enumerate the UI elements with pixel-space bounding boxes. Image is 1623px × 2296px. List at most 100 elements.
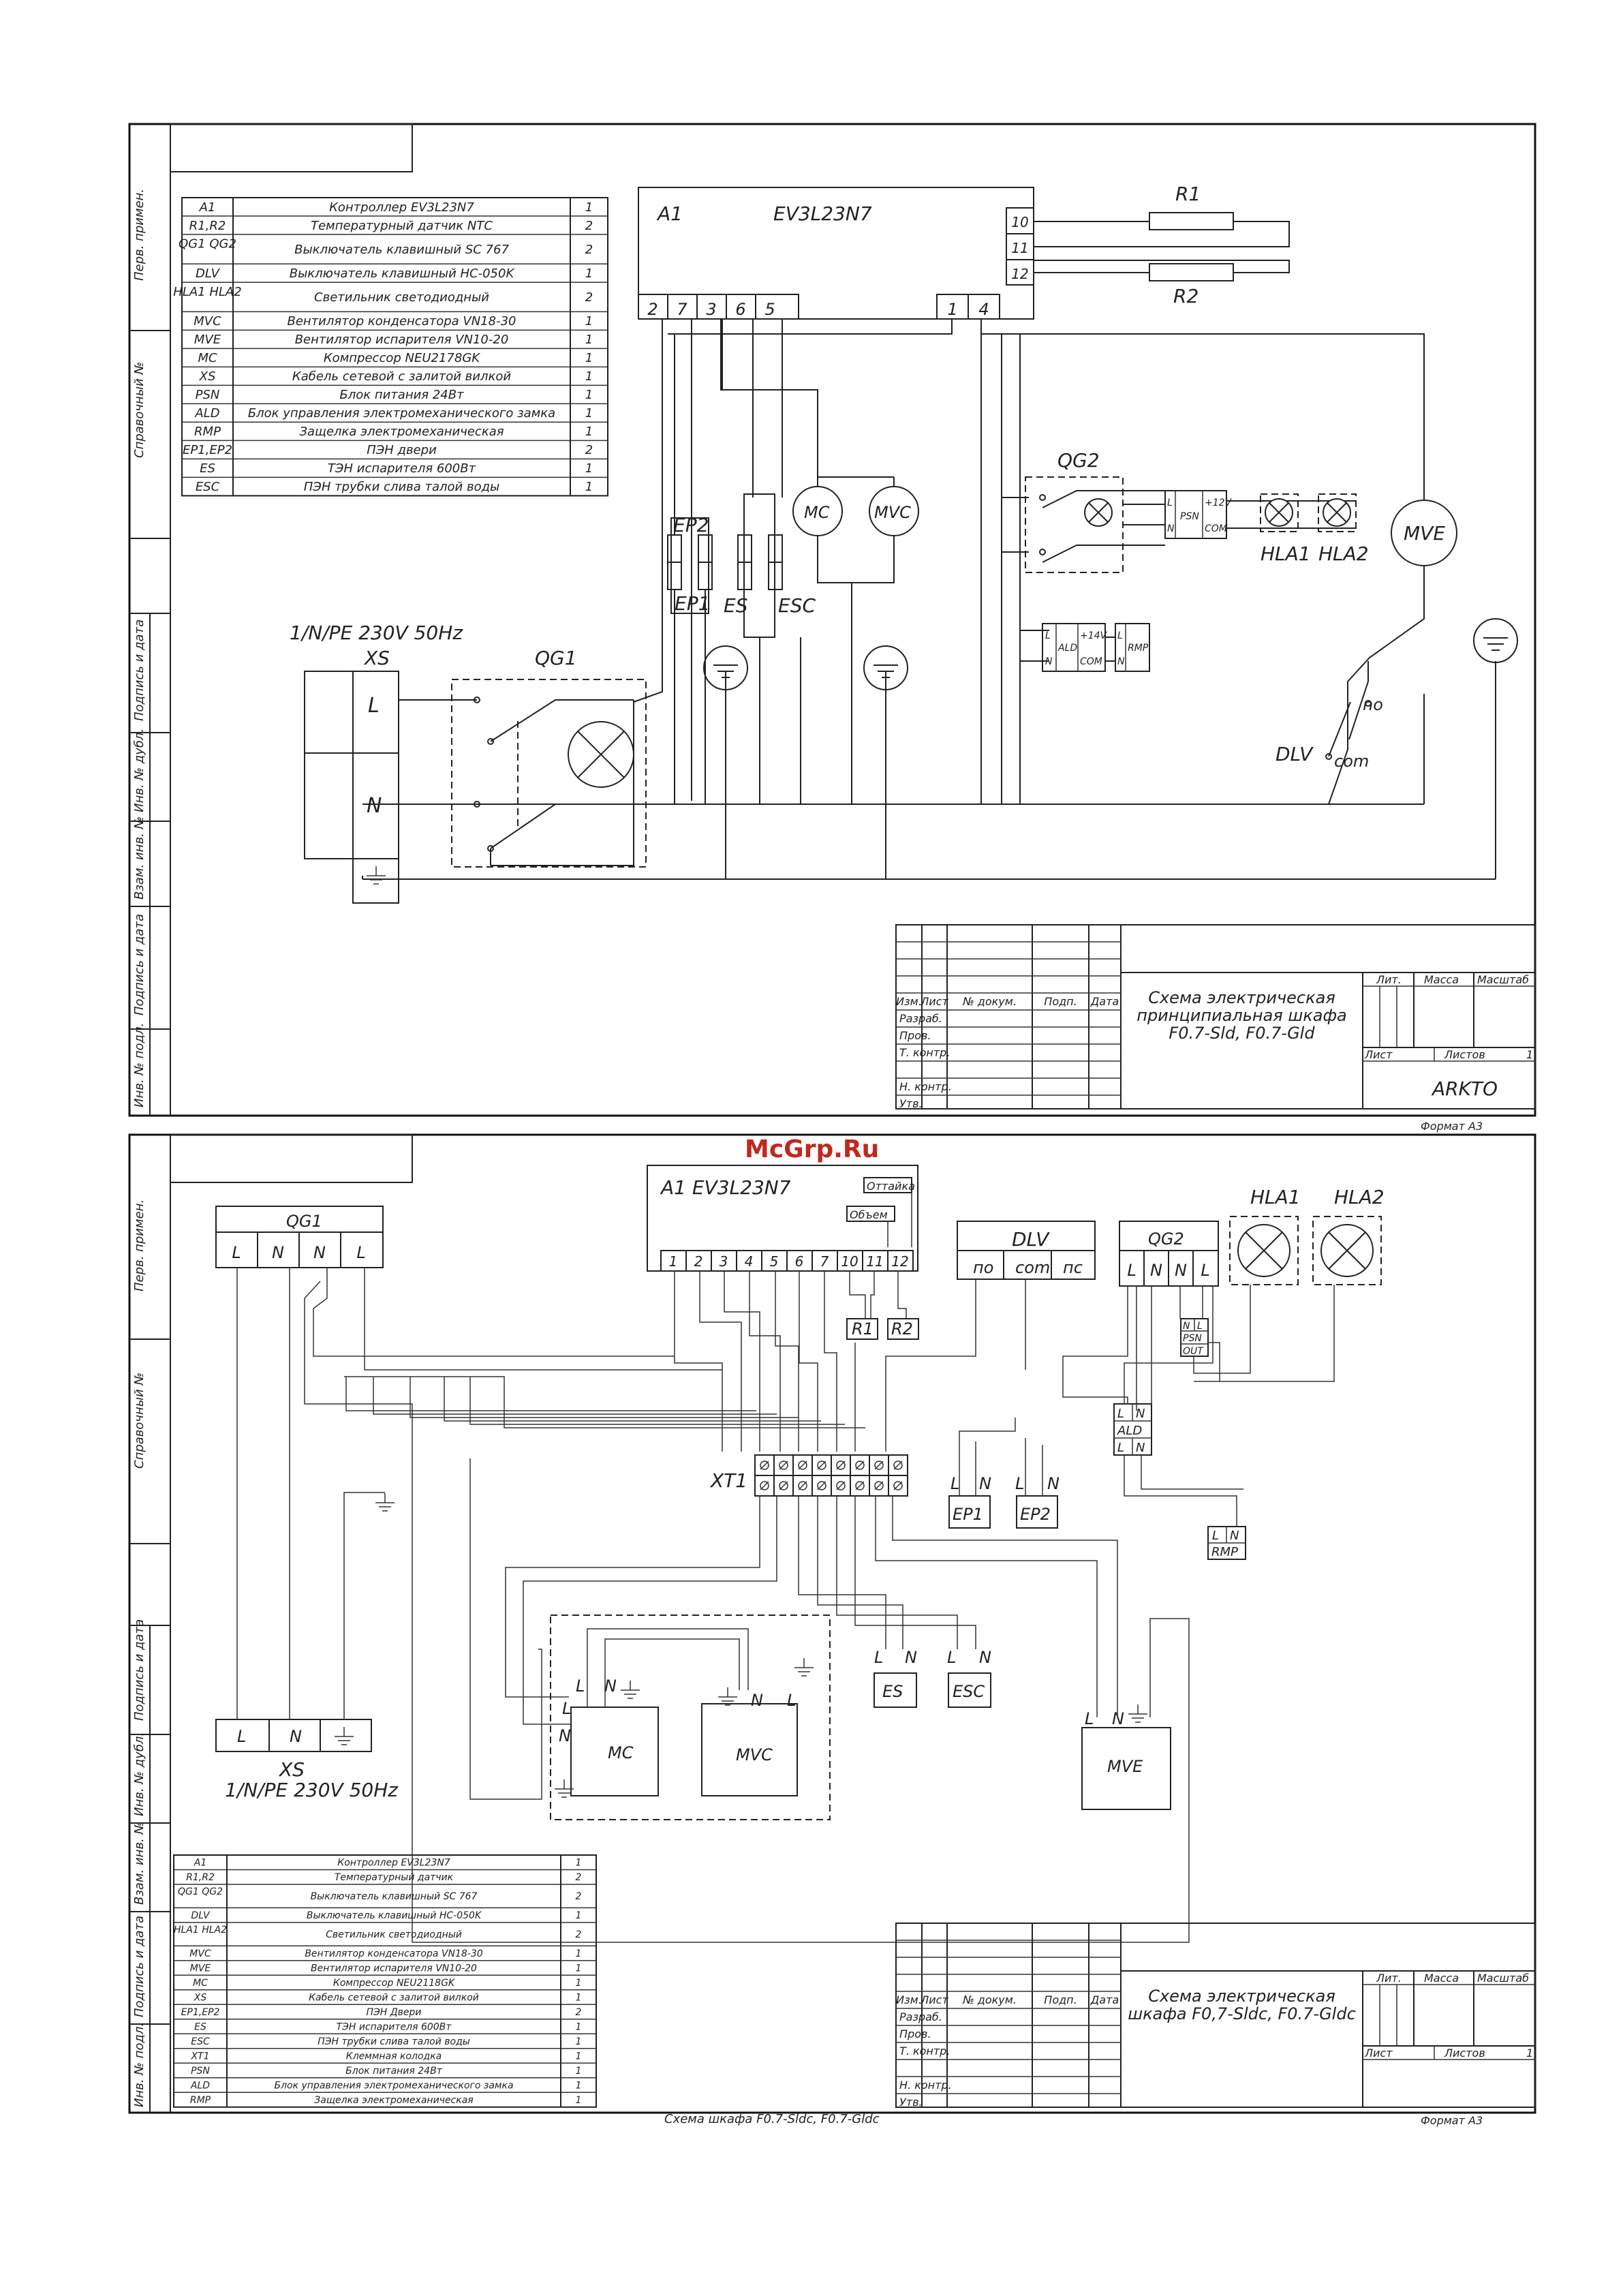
tb-lit: Лит. <box>1376 973 1402 986</box>
s2-es-l: L <box>874 1648 883 1667</box>
part-name-0: Контроллер EV3L23N7 <box>329 200 474 215</box>
rmp-l: L <box>1117 630 1123 641</box>
s2-xs-label: XS <box>278 1758 305 1781</box>
part-name-1: Температурный датчик NTC <box>311 219 493 233</box>
s2-psn: N L PSN OUT <box>1180 1318 1209 1357</box>
tb-row-4: Утв. <box>899 1097 923 1110</box>
s2-mve-l: L <box>1085 1709 1094 1728</box>
s2-mve: MVE <box>1107 1757 1143 1776</box>
part-name-12: ПЭН двери <box>367 443 437 457</box>
xt1-screw <box>760 1460 769 1470</box>
s2-ald-l2: L <box>1117 1441 1124 1455</box>
part-ref-9: EP1,EP2 <box>181 2007 220 2018</box>
sheet-2-caption: Схема шкафа F0.7-Sldc, F0.7-Gldc <box>664 2112 880 2126</box>
part-ref-13: PSN <box>191 2066 210 2077</box>
s2-side-label-2: Подпись и дата <box>132 1619 146 1721</box>
tb-sheets-n: 1 <box>1526 2047 1533 2060</box>
part-name-12: Клеммная колодка <box>346 2051 442 2062</box>
s1-term-s11: 11 <box>1011 240 1028 256</box>
psn-l: L <box>1167 498 1173 508</box>
dlv-label: DLV <box>1276 743 1314 765</box>
part-qty-10: 1 <box>585 406 593 420</box>
psn-12v: +12V <box>1205 498 1233 508</box>
s2-xt1: XT1 <box>709 1454 908 1497</box>
s2-mve: MVE L N <box>1081 1704 1171 1810</box>
s2-qg1-term-0: L <box>232 1243 241 1262</box>
part-qty-5: 1 <box>576 1948 582 1959</box>
part-name-14: Блок управления электромеханического зам… <box>274 2080 513 2091</box>
tb-sheet: Лист <box>1364 1048 1393 1061</box>
psn-n: N <box>1167 523 1175 534</box>
part-qty-14: 1 <box>585 480 593 494</box>
s2-term-6: 6 <box>795 1253 804 1270</box>
part-ref-14: ALD <box>190 2080 210 2091</box>
part-ref-4: HLA1 HLA2 <box>173 285 241 299</box>
s2-hla1: HLA1 <box>1250 1186 1301 1208</box>
part-name-15: Защелка электромеханическая <box>314 2095 473 2106</box>
tb-col-3: Подп. <box>1044 995 1077 1008</box>
lamps-hla: HLA1 HLA2 MVE <box>1260 493 1457 566</box>
part-name-9: ПЭН Двери <box>366 2007 421 2018</box>
sheet-1-side-stamp: Перв. примен. Справочный № Подпись и дат… <box>129 189 170 1116</box>
part-ref-6: MVE <box>190 1963 211 1974</box>
tb-row-3: Н. контр. <box>899 1080 952 1093</box>
part-name-5: Вентилятор конденсатора VN18-30 <box>288 314 516 328</box>
part-qty-12: 2 <box>585 443 593 457</box>
s2-ep1: EP1 <box>953 1505 983 1524</box>
part-qty-2: 2 <box>576 1891 582 1902</box>
xt1-screw <box>855 1460 865 1470</box>
xs-n: N <box>367 794 382 818</box>
tb-col-1: Лист <box>920 995 948 1008</box>
side-label-1: Справочный № <box>132 362 146 458</box>
xt1-screw <box>893 1481 903 1490</box>
part-name-1: Температурный датчик <box>335 1872 454 1883</box>
side-label-4: Взам. инв. № <box>132 816 146 900</box>
s2-mc-n: N <box>559 1726 571 1745</box>
sheet-2-side-stamp: Перв. примен. Справочный № Подпись и дат… <box>129 1199 170 2113</box>
mc-label: MC <box>804 503 830 522</box>
s2-side-label-1: Справочный № <box>132 1373 146 1469</box>
part-name-3: Выключатель клавишный HC-050K <box>307 1910 482 1921</box>
part-name-8: Кабель сетевой с залитой вилкой <box>292 369 511 384</box>
tb-scale: Масштаб <box>1477 1972 1529 1985</box>
ep2-label: EP2 <box>673 514 709 536</box>
tb-col-4: Дата <box>1090 1993 1119 2006</box>
part-qty-12: 1 <box>576 2051 582 2062</box>
tb-lit: Лит. <box>1376 1972 1402 1985</box>
s2-mc-l: L <box>562 1699 571 1718</box>
part-ref-10: ES <box>194 2021 206 2032</box>
sheet-1-wiring <box>362 319 1496 880</box>
r2-label: R2 <box>1173 285 1199 307</box>
s2-ep2: EP2 <box>1020 1505 1051 1524</box>
part-qty-0: 1 <box>585 200 593 215</box>
part-name-0: Контроллер EV3L23N7 <box>337 1858 450 1869</box>
xs-l: L <box>368 694 380 718</box>
s2-dlv-nc: пс <box>1063 1258 1083 1277</box>
part-qty-14: 1 <box>576 2080 582 2091</box>
part-ref-7: MC <box>198 351 217 365</box>
rmp-label: RMP <box>1128 643 1149 654</box>
psn-block: L N PSN +12V COM <box>1164 490 1356 539</box>
s2-compressor-unit: MC MVC L N L N N L <box>550 1614 831 1820</box>
part-ref-7: MC <box>193 1978 208 1989</box>
s2-qg1-term-1: N <box>272 1243 284 1262</box>
s2-xs: L N XS 1/N/PE 230V 50Hz <box>215 1268 399 1801</box>
controller-model: EV3L23N7 <box>773 202 872 225</box>
xt1-screw <box>798 1460 807 1470</box>
qg2-label: QG2 <box>1057 449 1100 472</box>
s2-dlv-com: com <box>1015 1258 1050 1277</box>
part-qty-13: 1 <box>585 461 593 476</box>
s2-ald-l1: L <box>1117 1407 1124 1421</box>
s2-es: ES <box>882 1682 903 1701</box>
part-qty-3: 1 <box>576 1910 582 1921</box>
s2-esc: ESC <box>953 1682 985 1701</box>
s2-xt1-label: XT1 <box>709 1469 747 1492</box>
s2-qg1-label: QG1 <box>286 1212 322 1231</box>
part-name-14: ПЭН трубки слива талой воды <box>304 480 500 494</box>
tb-row-4: Утв. <box>899 2096 923 2109</box>
s2-term-4: 4 <box>745 1253 754 1270</box>
